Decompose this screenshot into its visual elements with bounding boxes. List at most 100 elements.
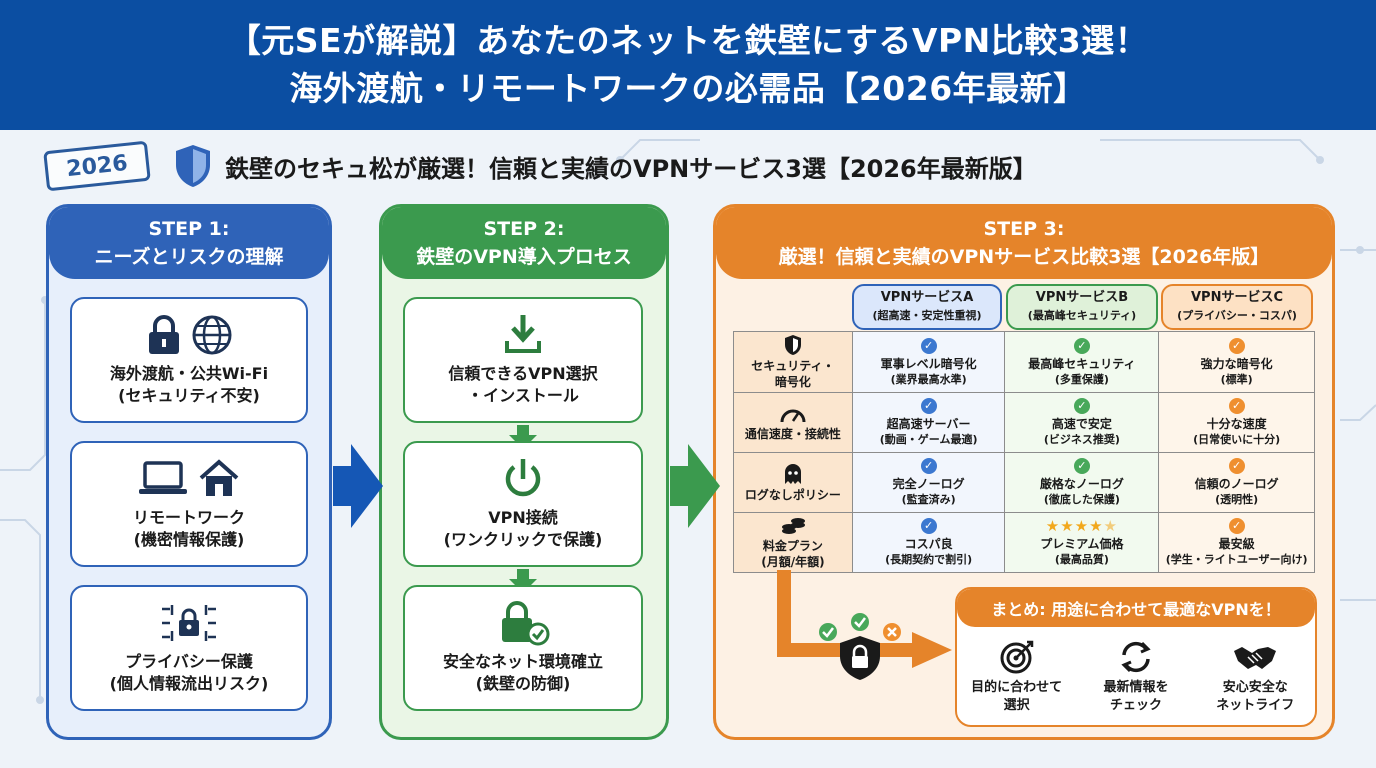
step1-card-line1: 海外渡航・公共Wi-Fi (109, 364, 269, 383)
row-header-speed: 通信速度・接続性 (733, 392, 853, 453)
step1-card-line2: (セキュリティ不安) (118, 386, 260, 405)
cell-sub: (学生・ライトユーザー向け) (1165, 553, 1308, 566)
laptop-icon (139, 461, 187, 494)
down-arrow-icon (509, 569, 537, 593)
summary-item-safe: 安心安全な ネットライフ (1200, 639, 1310, 715)
table-row: 料金プラン (月額/年額) ✓ コスパ良 (長期契約で割引) ★★★★★プレミアム価… (733, 512, 1315, 573)
check-icon: ✓ (1073, 337, 1090, 354)
service-a-header: VPNサービスA (超高速・安定性重視) (852, 284, 1002, 330)
cell-sub: (徹底した保護) (1043, 493, 1120, 506)
step1-card-line2: (機密情報保護) (133, 530, 245, 549)
step3-title: STEP 3: (983, 218, 1065, 240)
year-stamp: 2026 (43, 140, 151, 192)
table-row: ログなしポリシー ✓完全ノーログ(監査済み) ✓厳格なノーログ(徹底した保護) … (733, 452, 1315, 513)
row-label: ログなしポリシー (744, 487, 841, 502)
cell-main: 超高速サーバー (886, 417, 971, 431)
check-icon: ✓ (920, 337, 937, 354)
down-arrow-icon (509, 425, 537, 449)
power-icon (505, 459, 541, 497)
subheader: 2026 鉄壁のセキュ松が厳選！信頼と実績のVPNサービス3選【2026年最新版… (43, 140, 1345, 192)
cell-b-nolog: ✓ 厳格なノーログ (徹底した保護) (1004, 452, 1160, 513)
summary-item-line2: ネットライフ (1216, 698, 1295, 713)
shield-icon (176, 145, 210, 187)
row-header-price: 料金プラン (月額/年額) (733, 512, 853, 573)
flow-to-summary (777, 570, 952, 680)
cell-main: 信頼のノーログ (1194, 477, 1279, 491)
cell-sub: (長期契約で割引) (885, 553, 973, 566)
check-icon: ✓ (1228, 518, 1245, 534)
table-row: 通信速度・接続性 ✓超高速サーバー(動画・ゲーム最適) ✓高速で安定(ビジネス推… (733, 392, 1315, 453)
cell-a-speed: ✓超高速サーバー(動画・ゲーム最適) (851, 392, 1006, 453)
step2-card-line1: 信頼できるVPN選択 (448, 364, 598, 383)
refresh-icon (1121, 641, 1151, 673)
row-label: (月額/年額) (761, 554, 825, 569)
step2-card-line2: ・インストール (467, 386, 579, 405)
cell-main: 厳格なノーログ (1039, 477, 1124, 491)
summary-item-line1: 目的に合わせて (971, 680, 1063, 695)
cell-main: コスパ良 (904, 537, 953, 551)
step1-header: STEP 1: ニーズとリスクの理解 (49, 207, 329, 279)
row-header-security: セキュリティ・ 暗号化 (733, 331, 853, 393)
cell-b-speed: ✓高速で安定(ビジネス推奨) (1004, 392, 1160, 453)
summary-item-line1: 最新情報を (1103, 680, 1169, 695)
cell-sub: (最高品質) (1054, 552, 1109, 566)
row-label: 通信速度・接続性 (744, 426, 841, 441)
step2-card-line2: (ワンクリックで保護) (443, 530, 603, 549)
row-label: セキュリティ・ (751, 359, 835, 373)
target-icon (1000, 640, 1033, 674)
cell-a-nolog: ✓完全ノーログ(監査済み) (851, 452, 1006, 513)
service-b-tag: (最高峰セキュリティ) (1027, 309, 1137, 322)
cell-b-price: ★★★★★プレミアム価格(最高品質) (1004, 512, 1160, 573)
cell-a-price: ✓ コスパ良 (長期契約で割引) (851, 512, 1006, 573)
step1-card-line2: (個人情報流出リスク) (109, 674, 269, 693)
check-icon: ✓ (1228, 458, 1245, 474)
service-b-name: VPNサービスB (1035, 290, 1129, 305)
step2-panel: STEP 2: 鉄壁のVPN導入プロセス 信頼できるVPN選択 ・インストール … (379, 204, 669, 740)
step3-subtitle: 厳選！信頼と実績のVPNサービス比較3選【2026年版】 (778, 246, 1270, 268)
arrow-step1-to-step2 (333, 444, 383, 528)
ghost-icon (784, 463, 801, 484)
summary-item-line1: 安心安全な (1222, 680, 1288, 695)
home-icon (199, 459, 239, 496)
summary-item-update: 最新情報を チェック (1081, 639, 1191, 715)
step1-card-line1: プライバシー保護 (125, 652, 253, 671)
step1-card-remote: リモートワーク (機密情報保護) (70, 441, 308, 567)
step1-card-privacy: プライバシー保護 (個人情報流出リスク) (70, 585, 308, 711)
summary-item-select: 目的に合わせて 選択 (962, 639, 1072, 715)
cell-sub: (ビジネス推奨) (1043, 433, 1120, 446)
step2-card-connect: VPN接続 (ワンクリックで保護) (403, 441, 643, 567)
step2-subtitle: 鉄壁のVPN導入プロセス (416, 246, 632, 268)
service-c-header: VPNサービスC (プライバシー・コスパ) (1161, 284, 1313, 330)
cell-main: 軍事レベル暗号化 (880, 356, 977, 371)
cell-sub: (業界最高水準) (890, 372, 967, 386)
check-icon: ✓ (920, 518, 937, 534)
step2-title: STEP 2: (483, 218, 565, 240)
cell-main: 高速で安定 (1051, 417, 1112, 431)
handshake-icon (1234, 647, 1277, 669)
row-header-nolog: ログなしポリシー (733, 452, 853, 513)
summary-item-line2: 選択 (1003, 698, 1030, 713)
summary-title: まとめ: 用途に合わせて最適なVPNを！ (957, 589, 1315, 627)
check-icon: ✓ (920, 458, 937, 474)
service-a-name: VPNサービスA (880, 290, 974, 305)
cell-sub: (動画・ゲーム最適) (879, 433, 978, 446)
step2-header: STEP 2: 鉄壁のVPN導入プロセス (382, 207, 666, 279)
cell-c-speed: ✓十分な速度(日常使いに十分) (1158, 392, 1315, 453)
summary-item-line2: チェック (1109, 698, 1162, 713)
section-subtitle: 鉄壁のセキュ松が厳選！信頼と実績のVPNサービス3選【2026年最新版】 (225, 154, 1037, 183)
download-icon (505, 315, 541, 353)
step2-card-line2: (鉄壁の防御) (475, 674, 571, 693)
row-label: 料金プラン (762, 538, 823, 553)
lock-check-icon (502, 601, 550, 646)
cell-c-price: ✓最安級(学生・ライトユーザー向け) (1158, 512, 1315, 573)
arrow-step2-to-step3 (670, 444, 720, 528)
check-icon: ✓ (1073, 458, 1090, 474)
step2-card-line1: 安全なネット環境確立 (442, 652, 603, 671)
step1-panel: STEP 1: ニーズとリスクの理解 海外渡航・公共Wi-Fi (セキュリティ不… (46, 204, 332, 740)
cell-c-nolog: ✓信頼のノーログ(透明性) (1158, 452, 1315, 513)
cell-sub: (日常使いに十分) (1193, 433, 1281, 446)
title-line-1: 【元SEが解説】あなたのネットを鉄壁にするVPN比較3選！ (227, 21, 1149, 60)
service-a-tag: (超高速・安定性重視) (872, 309, 982, 322)
cell-main: 最高峰セキュリティ (1028, 356, 1136, 371)
